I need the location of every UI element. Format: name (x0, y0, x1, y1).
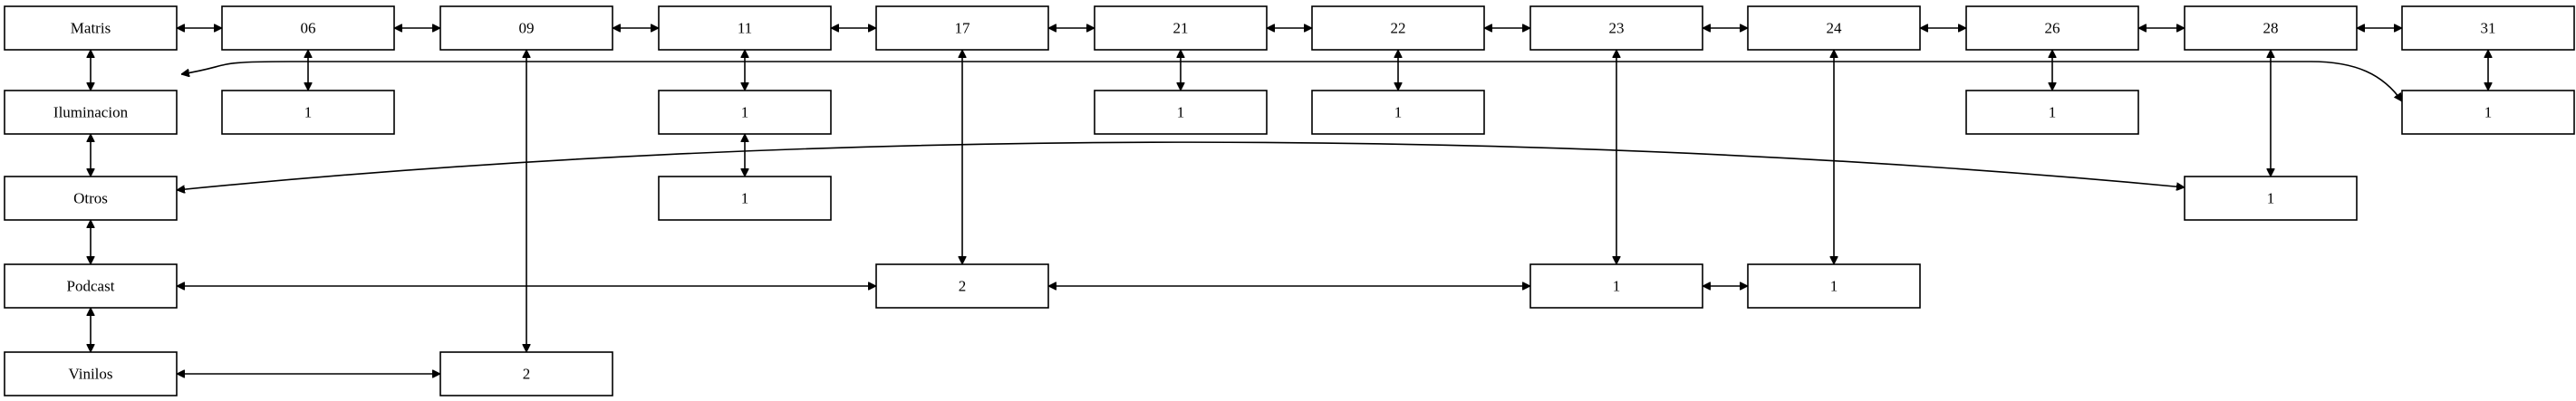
node-label: 1 (1177, 104, 1185, 121)
node-vinilos: Vinilos (4, 351, 178, 396)
node-label: 1 (304, 104, 313, 121)
node-label: 24 (1827, 20, 1843, 37)
node-box (658, 176, 832, 221)
node-box (439, 5, 613, 51)
node-box (4, 263, 178, 309)
node-matris: Matris (4, 5, 178, 51)
node-box (1747, 263, 1921, 309)
node-box (658, 90, 832, 135)
node-label: 1 (2484, 104, 2493, 121)
node-box (875, 263, 1049, 309)
node-podcast: Podcast (4, 263, 178, 309)
node-c31: 1 (2401, 90, 2575, 135)
node-n28: 28 (2184, 5, 2358, 51)
edge-layer (91, 28, 2488, 374)
node-n22: 22 (1311, 5, 1485, 51)
node-label: 1 (1613, 278, 1621, 295)
edge-otros-c28 (177, 141, 2185, 190)
node-box (439, 351, 613, 396)
node-box (221, 5, 395, 51)
node-c11a: 1 (658, 90, 832, 135)
node-label: 11 (738, 20, 752, 37)
node-label: Matris (71, 20, 111, 37)
node-otros: Otros (4, 176, 178, 221)
node-n24: 24 (1747, 5, 1921, 51)
node-box (4, 176, 178, 221)
node-c26: 1 (1965, 90, 2139, 135)
edge-iluminacion-c31 (181, 61, 2403, 101)
node-c21: 1 (1094, 90, 1268, 135)
node-label: 23 (1609, 20, 1625, 37)
node-box (4, 351, 178, 396)
node-label: 1 (2049, 104, 2057, 121)
node-label: 1 (1830, 278, 1838, 295)
node-box (4, 5, 178, 51)
node-n17: 17 (875, 5, 1049, 51)
node-label: 28 (2263, 20, 2279, 37)
node-label: 21 (1173, 20, 1189, 37)
node-box (2401, 5, 2575, 51)
node-label: 2 (959, 278, 967, 295)
node-n23: 23 (1529, 5, 1703, 51)
node-n09: 09 (439, 5, 613, 51)
node-label: 1 (741, 190, 749, 207)
node-box (1094, 90, 1268, 135)
node-box (1311, 5, 1485, 51)
node-label: Otros (73, 190, 108, 207)
node-label: 1 (1394, 104, 1403, 121)
node-c22: 1 (1311, 90, 1485, 135)
node-n26: 26 (1965, 5, 2139, 51)
node-label: Vinilos (68, 366, 112, 383)
node-box (1311, 90, 1485, 135)
node-n31: 31 (2401, 5, 2575, 51)
node-label: 17 (955, 20, 971, 37)
node-c28: 1 (2184, 176, 2358, 221)
node-box (658, 5, 832, 51)
node-box (1965, 5, 2139, 51)
node-box (221, 90, 395, 135)
node-label: 1 (741, 104, 749, 121)
node-box (2184, 5, 2358, 51)
node-n06: 06 (221, 5, 395, 51)
node-box (1529, 263, 1703, 309)
node-box (1529, 5, 1703, 51)
node-c24: 1 (1747, 263, 1921, 309)
node-n21: 21 (1094, 5, 1268, 51)
node-label: Podcast (67, 278, 115, 295)
node-label: 2 (523, 366, 531, 383)
node-iluminacion: Iluminacion (4, 90, 178, 135)
node-box (2184, 176, 2358, 221)
node-box (1747, 5, 1921, 51)
node-n11: 11 (658, 5, 832, 51)
node-label: 22 (1391, 20, 1406, 37)
node-c17: 2 (875, 263, 1049, 309)
node-c09: 2 (439, 351, 613, 396)
node-c23: 1 (1529, 263, 1703, 309)
node-label: 09 (519, 20, 535, 37)
node-label: Iluminacion (53, 104, 129, 121)
node-box (1965, 90, 2139, 135)
node-label: 1 (2267, 190, 2275, 207)
node-label: 31 (2481, 20, 2496, 37)
node-box (875, 5, 1049, 51)
node-label: 26 (2045, 20, 2060, 37)
node-c06: 1 (221, 90, 395, 135)
node-label: 06 (301, 20, 316, 37)
node-box (2401, 90, 2575, 135)
node-c11b: 1 (658, 176, 832, 221)
node-box (4, 90, 178, 135)
node-box (1094, 5, 1268, 51)
